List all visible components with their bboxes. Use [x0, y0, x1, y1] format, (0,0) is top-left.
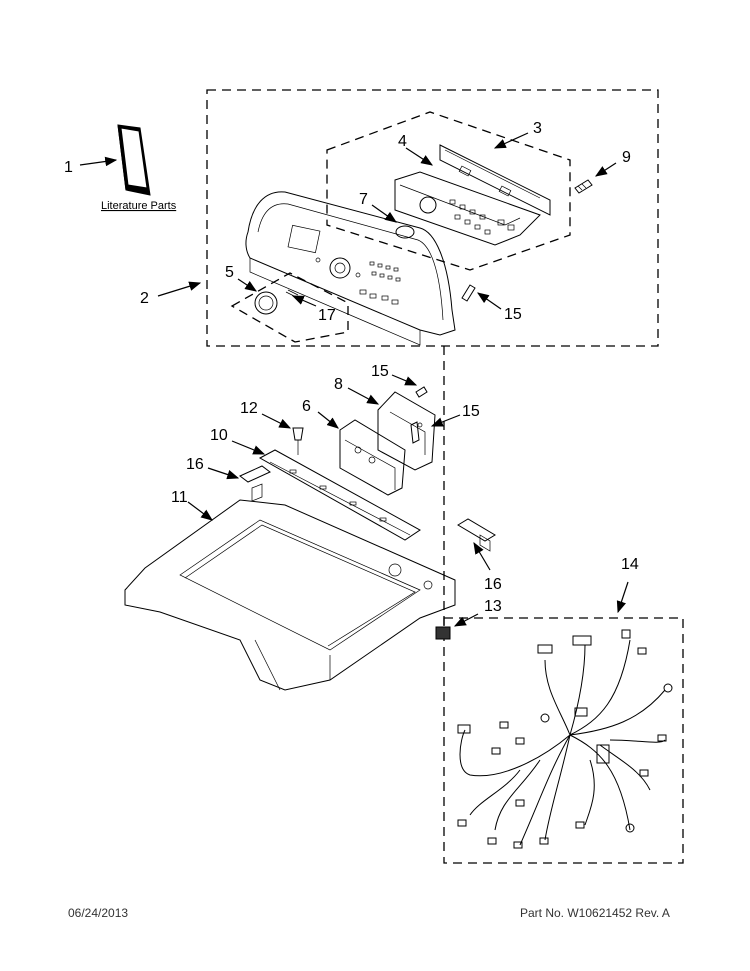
callout-8: 8: [334, 376, 343, 393]
callout-16-left: 16: [186, 456, 204, 473]
callout-10: 10: [210, 427, 228, 444]
callout-7: 7: [359, 191, 368, 208]
callout-13: 13: [484, 598, 502, 615]
control-board-shield: [439, 144, 551, 216]
knob-spring-17: [285, 289, 299, 298]
callout-1: 1: [64, 159, 73, 176]
screw-15-top: [461, 284, 476, 302]
knob-5: [254, 291, 278, 315]
leader-arrows: [79, 132, 629, 627]
callout-4: 4: [398, 133, 407, 150]
literature-parts-icon: [117, 124, 151, 196]
callout-11: 11: [171, 489, 188, 506]
footer-part-number: Part No. W10621452 Rev. A: [520, 906, 670, 920]
pad-16-right: [457, 518, 496, 552]
wire-harness-14: [457, 629, 673, 849]
top-panel-11: [124, 499, 456, 691]
hinge-bar-10: [258, 449, 421, 541]
callout-14: 14: [621, 556, 639, 573]
callout-5: 5: [225, 264, 234, 281]
control-board-group-box: [326, 111, 571, 271]
callout-15-left: 15: [371, 363, 389, 380]
bumper-13: [435, 626, 451, 640]
knob-group-box: [230, 272, 349, 343]
literature-parts-label: Literature Parts: [101, 200, 177, 212]
callout-2: 2: [140, 290, 149, 307]
control-board: [394, 171, 541, 246]
screw-9: [574, 179, 593, 194]
wire-harness-group-box: [443, 617, 684, 864]
callout-15-right: 15: [462, 403, 480, 420]
console-group-box: [206, 89, 659, 347]
screw-15-bracket-b: [410, 421, 420, 444]
pad-16-left: [239, 465, 271, 502]
electronic-module-6: [339, 419, 406, 496]
callout-9: 9: [622, 149, 631, 166]
callout-12: 12: [240, 400, 258, 417]
callout-16-right: 16: [484, 576, 502, 593]
light-pipe-7: [395, 225, 415, 239]
callout-17: 17: [318, 307, 336, 324]
callout-3: 3: [533, 120, 542, 137]
footer-date: 06/24/2013: [68, 906, 128, 920]
console-panel: [245, 191, 456, 346]
screw-12: [292, 427, 304, 455]
callout-15-top: 15: [504, 306, 522, 323]
callout-6: 6: [302, 398, 311, 415]
mounting-bracket-8: [377, 391, 436, 471]
screw-15-bracket-a: [415, 386, 428, 398]
